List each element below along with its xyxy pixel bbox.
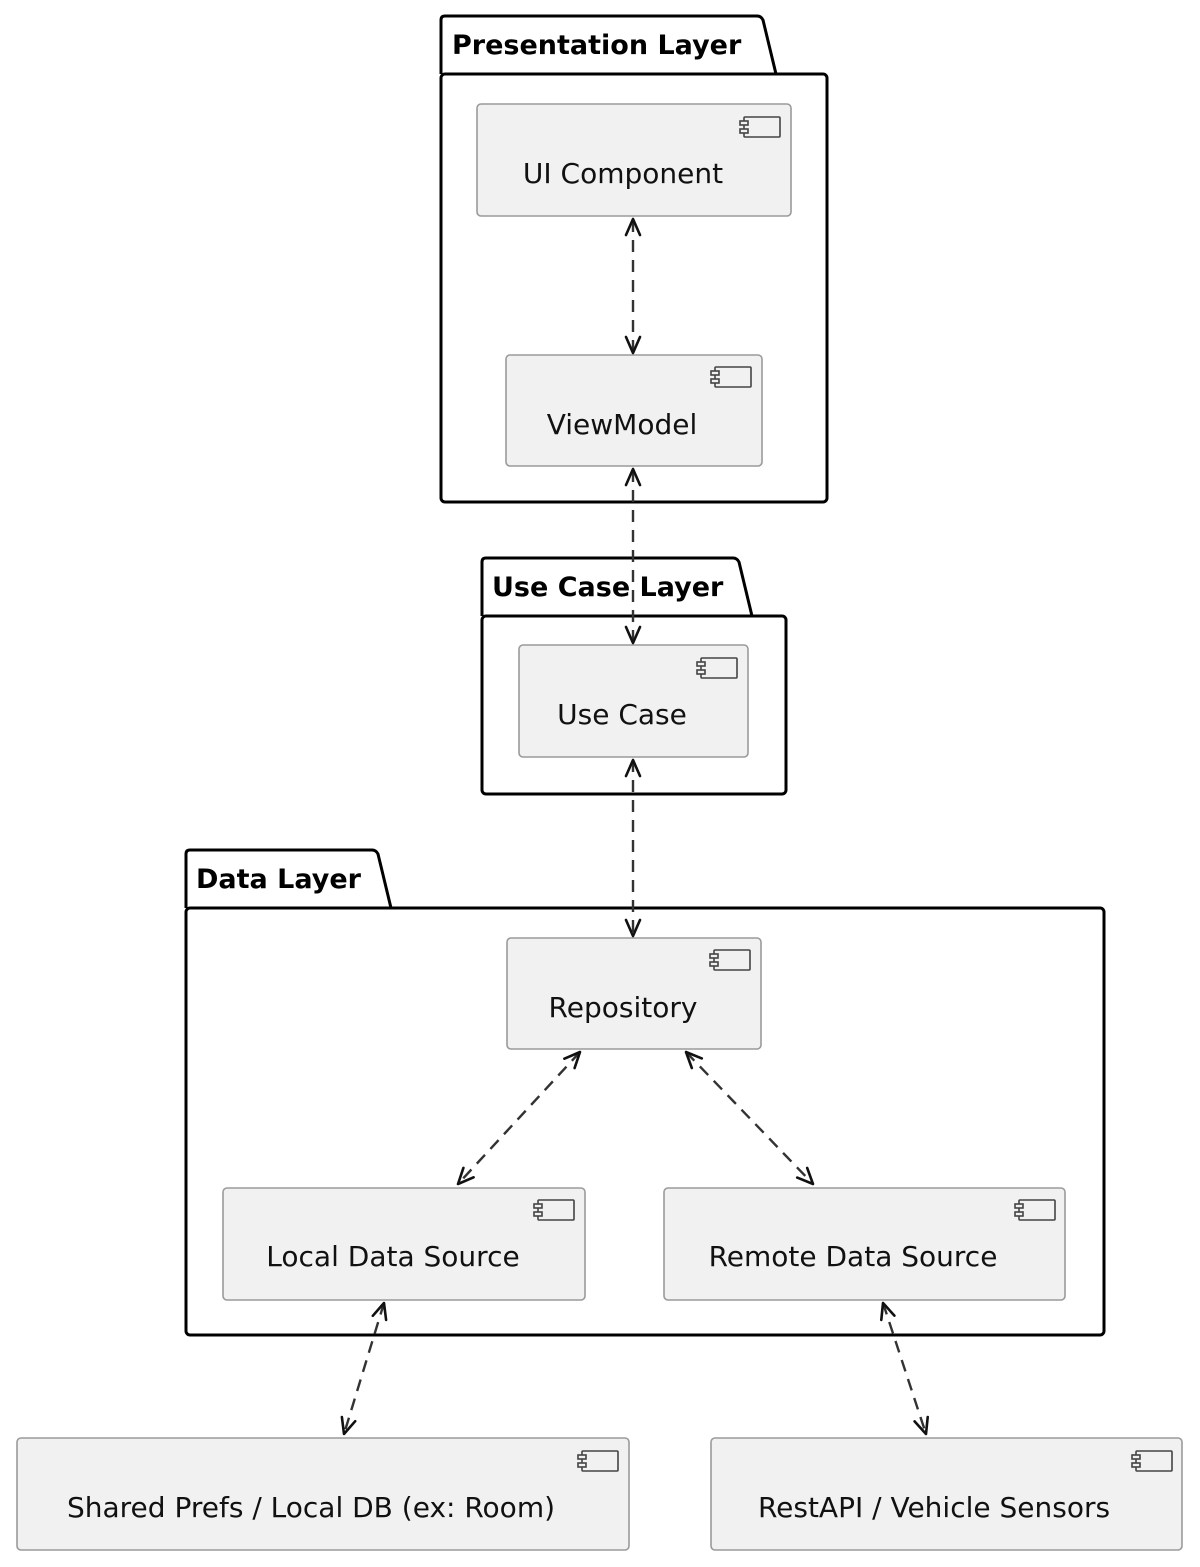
connection-use-case-repository [624, 758, 642, 938]
package-tab [184, 848, 393, 909]
component-use-case[interactable]: Use Case [518, 644, 749, 758]
package-title: Presentation Layer [452, 30, 742, 61]
component-ui-component[interactable]: UI Component [476, 103, 792, 217]
component-local-data-source[interactable]: Local Data Source [222, 1187, 586, 1301]
component-label: Use Case [557, 698, 687, 731]
arrowhead [371, 1301, 388, 1322]
component-label: Local Data Source [266, 1240, 519, 1273]
component-icon [1014, 1199, 1056, 1221]
component-label: UI Component [523, 157, 723, 190]
arrowhead [456, 1166, 475, 1186]
component-icon [1131, 1450, 1173, 1472]
connection-remote-data-source-rest-api [881, 1302, 928, 1435]
package-title: Use Case Layer [492, 572, 724, 603]
package-title: Data Layer [196, 864, 362, 895]
arrowhead [913, 1415, 929, 1436]
component-icon [709, 949, 751, 971]
component-icon [710, 366, 752, 388]
component-shared-prefs-local-db[interactable]: Shared Prefs / Local DB (ex: Room) [16, 1437, 630, 1551]
arrowhead [684, 1050, 704, 1070]
component-rest-api-vehicle-sensors[interactable]: RestAPI / Vehicle Sensors [710, 1437, 1183, 1551]
arrowhead [795, 1166, 815, 1186]
component-label: RestAPI / Vehicle Sensors [758, 1491, 1110, 1524]
package-tab [439, 14, 778, 75]
component-viewmodel[interactable]: ViewModel [505, 354, 763, 467]
package-tab [480, 556, 754, 617]
component-remote-data-source[interactable]: Remote Data Source [663, 1187, 1066, 1301]
arrowhead [563, 1050, 582, 1070]
component-label: Remote Data Source [709, 1240, 998, 1273]
component-icon [696, 657, 738, 679]
arrowhead [880, 1301, 896, 1322]
component-label: ViewModel [547, 408, 698, 441]
component-label: Repository [549, 991, 698, 1024]
connection-ui-component-viewmodel [624, 217, 642, 355]
connection-viewmodel-use-case [624, 467, 642, 645]
component-icon [533, 1199, 575, 1221]
connection-repository-remote-data-source [685, 1051, 814, 1185]
component-icon [739, 116, 781, 138]
connection-local-data-source-shared-prefs [342, 1302, 386, 1435]
component-icon [577, 1450, 619, 1472]
component-label: Shared Prefs / Local DB (ex: Room) [67, 1491, 555, 1524]
connection-repository-local-data-source [457, 1051, 581, 1185]
arrowhead [340, 1415, 357, 1436]
diagonal-arrowheads [340, 1050, 929, 1436]
component-repository[interactable]: Repository [506, 937, 762, 1050]
